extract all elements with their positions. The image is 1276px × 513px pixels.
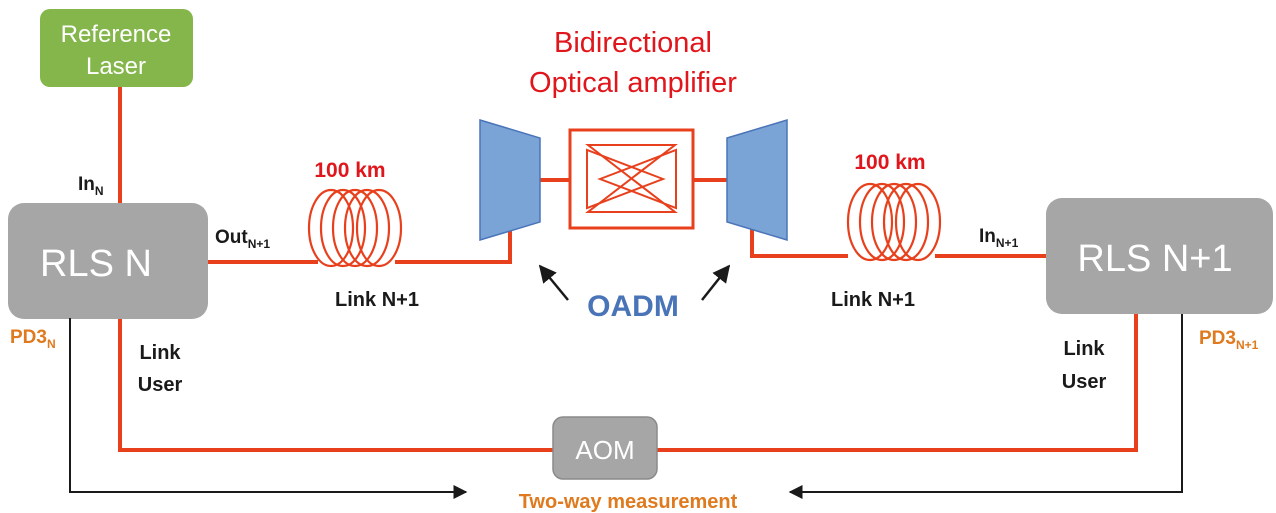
measurement-arrow-right bbox=[788, 314, 1183, 499]
fiber-spool-left bbox=[307, 188, 403, 268]
reference-laser-line1: Reference bbox=[61, 21, 172, 48]
optical-amplifier bbox=[568, 128, 695, 230]
fiber-lines bbox=[118, 80, 1138, 452]
fiber-spool-to-oadm-left bbox=[395, 226, 512, 264]
link-label-right: Link N+1 bbox=[831, 289, 915, 311]
link-user-left-line1: Link bbox=[139, 342, 181, 364]
reference-laser-line2: Laser bbox=[86, 53, 146, 80]
oadm-right-shape bbox=[726, 118, 788, 242]
fiber-spool-right bbox=[846, 182, 942, 262]
port-out-n1: OutN+1 bbox=[215, 227, 270, 251]
fiber-user-left-to-aom bbox=[118, 318, 553, 452]
oadm-left-shape bbox=[479, 118, 541, 242]
rls-n1-label: RLS N+1 bbox=[1077, 238, 1232, 280]
link-user-right-line2: User bbox=[1062, 371, 1107, 393]
rls-n1-box bbox=[1046, 198, 1273, 314]
oadm-arrow-left bbox=[538, 264, 569, 301]
port-in-n: InN bbox=[78, 174, 104, 198]
rls-n-label: RLS N bbox=[40, 243, 152, 285]
rls-n-box bbox=[8, 203, 208, 319]
port-pd3-n1: PD3N+1 bbox=[1199, 328, 1259, 352]
port-pd3-n: PD3N bbox=[10, 327, 56, 351]
oadm-label: OADM bbox=[587, 290, 679, 323]
aom-box bbox=[552, 416, 658, 480]
distance-right: 100 km bbox=[854, 151, 925, 174]
amplifier-title-line1: Bidirectional bbox=[554, 27, 712, 59]
link-user-right-line1: Link bbox=[1063, 338, 1105, 360]
amplifier-title-line2: Optical amplifier bbox=[529, 67, 737, 99]
aom-label: AOM bbox=[575, 435, 634, 465]
reference-laser-box bbox=[40, 9, 193, 87]
port-in-n1: InN+1 bbox=[979, 226, 1019, 250]
distance-left: 100 km bbox=[314, 159, 385, 182]
measurement-arrow-left bbox=[69, 318, 468, 499]
oadm-arrow-right bbox=[701, 264, 731, 301]
link-label-left: Link N+1 bbox=[335, 289, 419, 311]
two-way-measurement-label: Two-way measurement bbox=[519, 491, 738, 513]
fiber-oadm-right-to-spool bbox=[750, 226, 848, 258]
link-user-left-line2: User bbox=[138, 374, 183, 396]
fiber-aom-to-user-right bbox=[657, 314, 1138, 452]
